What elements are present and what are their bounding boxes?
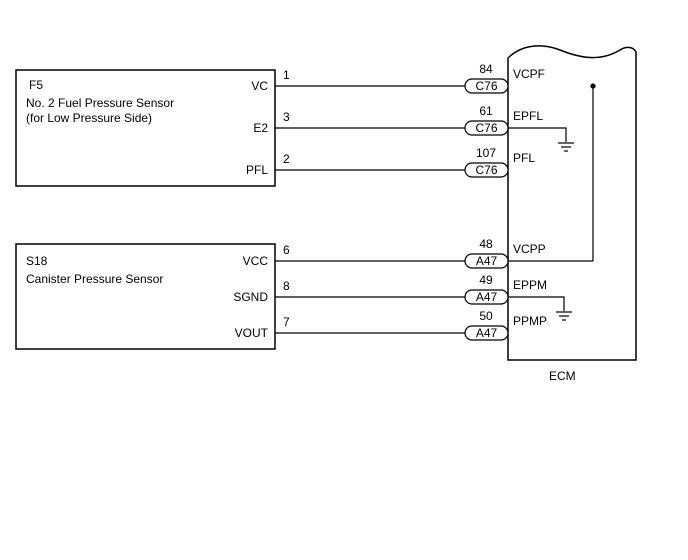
wire-number: 7 — [283, 315, 290, 329]
ecm-pin-number: 84 — [479, 62, 493, 76]
ground-epfl-wire — [508, 127, 567, 142]
connector-code: C76 — [475, 121, 497, 135]
vcpf-vcpp-bus — [508, 83, 596, 262]
connector-code: A47 — [476, 326, 498, 340]
sensor-pin-label: VC — [251, 79, 268, 93]
wire-number: 8 — [283, 279, 290, 293]
ecm-terminal-label: PFL — [513, 151, 535, 165]
f5-code: F5 — [29, 78, 43, 92]
ecm-terminal-label: PPMP — [513, 314, 547, 328]
ecm-terminal-label: EPFL — [513, 109, 543, 123]
wire-number: 3 — [283, 110, 290, 124]
ecm-pin-number: 50 — [479, 309, 493, 323]
ecm-label: ECM — [549, 369, 576, 383]
ecm-pin-number: 49 — [479, 273, 493, 287]
connector-pill — [464, 78, 509, 94]
bus-junction-dot — [590, 83, 596, 89]
connector-code: A47 — [476, 254, 498, 268]
f5-subtitle: (for Low Pressure Side) — [26, 111, 152, 125]
f5-name: No. 2 Fuel Pressure Sensor — [26, 96, 174, 110]
ground-eppm-wire — [508, 296, 565, 311]
wire-number: 6 — [283, 243, 290, 257]
sensor-pin-label: PFL — [246, 163, 268, 177]
s18-name: Canister Pressure Sensor — [26, 272, 163, 286]
sensor-pin-label: VCC — [243, 254, 269, 268]
f5-sensor: F5 No. 2 Fuel Pressure Sensor (for Low P… — [15, 69, 276, 187]
connector-code: C76 — [475, 163, 497, 177]
connector-pill — [464, 325, 509, 341]
f5-sensor-box — [15, 69, 276, 187]
ecm: ECM — [507, 45, 637, 383]
ecm-pin-number: 61 — [479, 104, 493, 118]
ground-eppm — [508, 296, 572, 321]
ecm-pin-number: 48 — [479, 237, 493, 251]
ecm-terminal-label: VCPP — [513, 242, 546, 256]
sensor-pin-label: VOUT — [235, 326, 269, 340]
wire-number: 2 — [283, 152, 290, 166]
sensor-pin-label: SGND — [233, 290, 268, 304]
wire-number: 1 — [283, 68, 290, 82]
connector-pill — [464, 162, 509, 178]
ecm-terminal-label: VCPF — [513, 67, 545, 81]
sensor-pin-label: E2 — [253, 121, 268, 135]
ground-epfl — [508, 127, 574, 152]
ecm-box — [507, 45, 637, 361]
connector-code: A47 — [476, 290, 498, 304]
s18-code: S18 — [26, 254, 48, 268]
connector-code: C76 — [475, 79, 497, 93]
ecm-pin-number: 107 — [476, 146, 496, 160]
ecm-terminal-label: EPPM — [513, 278, 547, 292]
